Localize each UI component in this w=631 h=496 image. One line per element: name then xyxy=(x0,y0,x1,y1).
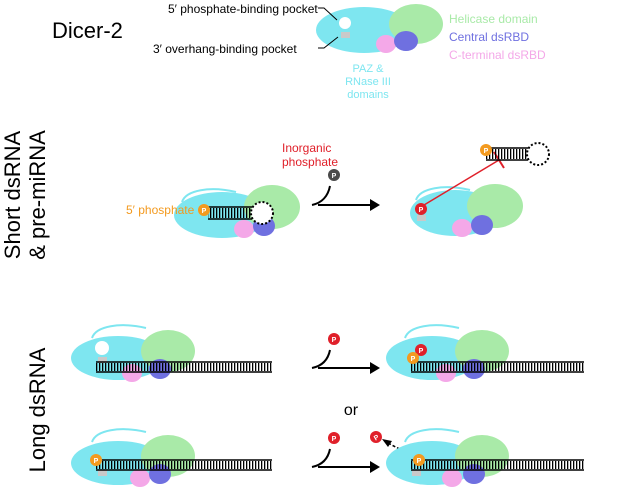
svg-text:P: P xyxy=(332,173,337,180)
legend-pocket3: 3′ overhang-binding pocket xyxy=(153,42,297,56)
legend-pocket5: 5′ phosphate-binding pocket xyxy=(168,2,318,16)
diagram-title: Dicer-2 xyxy=(52,18,123,43)
legend-dicer xyxy=(316,4,443,53)
reaction-arrow-long1 xyxy=(311,349,380,374)
legend-cterminal: C-terminal dsRBD xyxy=(449,48,546,62)
svg-text:P: P xyxy=(332,337,337,344)
long-dicer-inhibited xyxy=(386,324,584,382)
row-label-short-line2: & pre-miRNA xyxy=(25,130,50,260)
released-hairpin: P xyxy=(480,142,550,166)
inorganic-phosphate-badge-long2: P xyxy=(328,432,340,444)
displaced-phosphate-badge: P xyxy=(370,431,382,443)
long-dicer-bound-right: P xyxy=(386,428,584,487)
svg-text:P: P xyxy=(419,207,424,214)
svg-text:P: P xyxy=(332,436,337,443)
legend-central: Central dsRBD xyxy=(449,30,529,44)
svg-text:P: P xyxy=(484,148,489,155)
svg-text:P: P xyxy=(94,458,99,465)
label-inorganic-line2: phosphate xyxy=(282,155,338,169)
svg-text:P: P xyxy=(419,348,424,355)
legend-paz-line2: RNase III xyxy=(345,76,391,88)
row-label-long: Long dsRNA xyxy=(25,347,50,472)
label-five-phosphate: 5′ phosphate xyxy=(126,203,195,217)
svg-text:P: P xyxy=(411,356,416,363)
long-dicer-empty xyxy=(71,324,272,382)
bound-inorganic-phosphate-badge: P xyxy=(415,203,427,215)
inorganic-phosphate-badge-long1: P xyxy=(328,333,340,345)
reaction-arrow xyxy=(311,185,380,211)
svg-text:P: P xyxy=(373,434,381,443)
legend-paz-line3: domains xyxy=(347,89,389,101)
short-dicer-free xyxy=(410,184,523,237)
reaction-arrow-long2 xyxy=(311,448,380,473)
row-label-short-line1: Short dsRNA xyxy=(0,130,25,259)
legend-paz-line1: PAZ & xyxy=(353,63,385,75)
inorganic-phosphate-badge: P xyxy=(328,169,340,181)
legend-helicase: Helicase domain xyxy=(449,12,538,26)
svg-text:P: P xyxy=(417,458,422,465)
short-dicer-bound xyxy=(174,185,300,238)
label-or: or xyxy=(344,402,359,419)
long-dicer-bound: P xyxy=(71,428,272,487)
phosphate-badge: P xyxy=(198,204,210,216)
label-inorganic-line1: Inorganic xyxy=(282,141,331,155)
bound-phosphate-badge-long1: P P xyxy=(407,344,427,364)
svg-text:P: P xyxy=(202,208,207,215)
